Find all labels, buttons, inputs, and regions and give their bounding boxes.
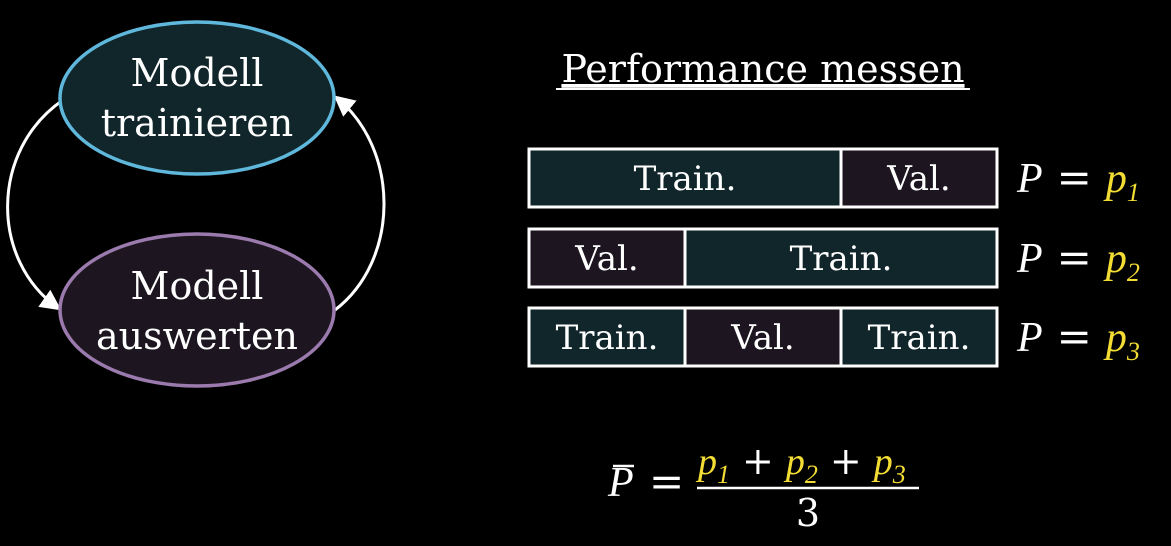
fold-row-3: Train. Val. Train. P =p3 xyxy=(527,306,1140,368)
average-equals: = xyxy=(649,457,684,506)
fold-3-segment-3-label: Train. xyxy=(868,318,971,358)
term-1-sub: 1 xyxy=(717,460,730,489)
term-2-sub: 2 xyxy=(805,460,818,489)
plus-2: + xyxy=(830,439,862,483)
fold-3-result: P =p3 xyxy=(1016,312,1140,366)
average-formula: P = p1+p2+p3 3 xyxy=(607,439,919,535)
train-model-node: Modell trainieren xyxy=(58,20,336,176)
fold-2-segment-2-train xyxy=(683,227,999,289)
fold-3-equals: = xyxy=(1057,312,1092,361)
average-numerator: p1+p2+p3 xyxy=(695,439,906,489)
fold-3-segment-3-train xyxy=(839,306,999,368)
fold-row-2: Val. Train. P =p2 xyxy=(527,227,1140,289)
fold-1-segment-1-label: Train. xyxy=(634,159,737,199)
term-1-var: p xyxy=(695,441,717,483)
fold-3-lhs: P xyxy=(1016,315,1043,361)
term-3-sub: 3 xyxy=(892,460,906,489)
fold-2-var: p xyxy=(1103,236,1127,282)
plus-1: + xyxy=(742,439,774,483)
fold-2-sub: 2 xyxy=(1127,258,1140,287)
fold-row-1: Train. Val. P =p1 xyxy=(527,147,1140,209)
evaluate-model-node: Modell auswerten xyxy=(58,232,336,388)
fold-1-var: p xyxy=(1103,156,1127,202)
fold-3-var: p xyxy=(1103,315,1127,361)
fold-3-segment-1-label: Train. xyxy=(556,318,659,358)
cycle-arrow-right xyxy=(333,95,386,312)
train-node-line1: Modell xyxy=(131,51,264,95)
term-2-var: p xyxy=(783,441,805,483)
average-lhs: P xyxy=(607,460,634,506)
fold-2-segment-2-label: Train. xyxy=(790,239,893,279)
performance-title: Performance messen xyxy=(561,47,964,91)
eval-node-line2: auswerten xyxy=(96,314,298,358)
fold-1-lhs: P xyxy=(1016,156,1043,202)
fold-3-sub: 3 xyxy=(1126,337,1140,366)
folds-group: Train.Val.P=p1Val.Train.P=p2Train.Val.Tr… xyxy=(527,147,1140,368)
fold-2-segment-1-label: Val. xyxy=(574,239,638,279)
fold-1-equals: = xyxy=(1057,153,1092,202)
fold-1-sub: 1 xyxy=(1127,178,1140,207)
fold-3-segment-2-label: Val. xyxy=(730,318,794,358)
fold-2-equals: = xyxy=(1057,233,1092,282)
train-node-line2: trainieren xyxy=(101,101,294,145)
fold-1-segment-2-val xyxy=(839,147,999,209)
cycle-arrow-left xyxy=(6,98,64,311)
term-3-var: p xyxy=(871,441,893,483)
fold-2-segment-1-val xyxy=(527,227,687,289)
fold-2-result: P =p2 xyxy=(1016,233,1140,287)
fold-1-segment-2-label: Val. xyxy=(886,159,950,199)
fold-1-result: P =p1 xyxy=(1016,153,1140,207)
average-denominator: 3 xyxy=(796,491,820,535)
eval-node-line1: Modell xyxy=(131,264,264,308)
fold-2-lhs: P xyxy=(1016,236,1043,282)
